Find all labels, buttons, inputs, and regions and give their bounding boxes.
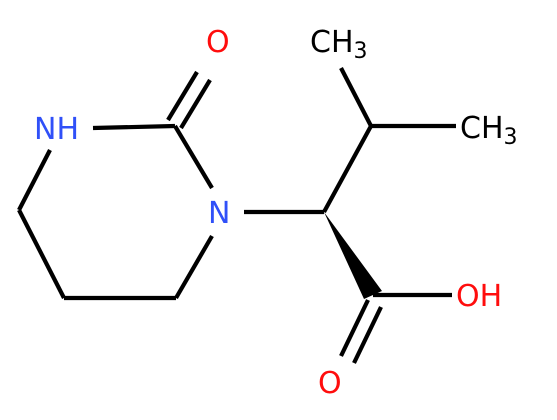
bond-c4-nh bbox=[17, 149, 52, 211]
bond-nh-c2 bbox=[92, 123, 176, 131]
atom-ch3-right-main: CH bbox=[460, 111, 504, 146]
atom-nh-ring: NH bbox=[34, 112, 79, 147]
bond-cacid-o-double-b bbox=[352, 306, 383, 364]
bonds bbox=[17, 67, 456, 364]
atom-ch3-top-main: CH bbox=[310, 25, 354, 60]
atom-o-ring-carbonyl: O bbox=[206, 25, 230, 60]
atom-n-ring: N bbox=[208, 196, 230, 231]
bond-c2-n bbox=[173, 124, 214, 190]
atom-ch3-right: CH3 bbox=[460, 111, 518, 150]
atom-oh: OH bbox=[456, 279, 502, 314]
bond-ch-ch3-top bbox=[339, 67, 373, 127]
bond-c5-c4 bbox=[17, 209, 66, 299]
atom-o-acid: O bbox=[318, 366, 342, 401]
bond-c2-o-double-a bbox=[166, 70, 199, 122]
bond-n-c6 bbox=[174, 234, 214, 300]
atom-ch3-top-subscript: 3 bbox=[354, 39, 368, 64]
bond-calpha-cacid-wedge bbox=[324, 212, 382, 299]
atom-ch3-right-subscript: 3 bbox=[504, 125, 518, 150]
bond-c2-o-double-b bbox=[179, 78, 212, 130]
bond-cacid-o-double-a bbox=[339, 299, 370, 357]
atom-labels: O NH N CH3 CH3 OH O bbox=[34, 25, 518, 401]
atom-ch3-top: CH3 bbox=[310, 25, 368, 64]
bond-calpha-ch bbox=[322, 124, 373, 214]
